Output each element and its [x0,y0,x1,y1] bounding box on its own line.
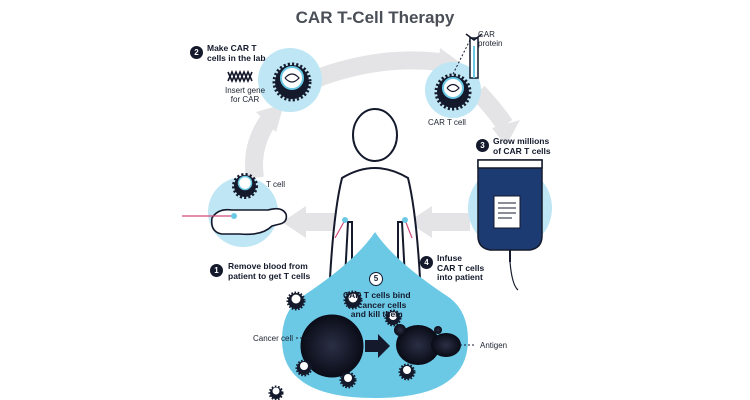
label-t-cell: T cell [266,180,285,189]
step-2-badge: 2 [190,46,203,59]
arrow-car-to-grow [471,85,513,131]
step-3-badge: 3 [476,139,489,152]
arrow-heads [256,48,520,238]
diagram-title: CAR T-Cell Therapy [295,8,455,27]
step-5-badge: 5 [369,272,383,286]
body-outline [328,108,422,279]
arm [210,207,288,236]
arrow-tcell-to-lab [245,112,278,180]
t-cell-step1 [232,173,258,199]
cancer-cell-dying [394,324,461,365]
lab-t-cell [272,62,312,102]
dna-icon [227,70,253,83]
kill-arrow [365,334,390,358]
car-t-cell-top [434,73,472,111]
infusion-bag [468,159,552,291]
left-iv-line [334,219,346,239]
car-protein-icon [452,33,483,79]
label-cancer-cell: Cancer cell [253,334,294,343]
label-car-t-cell: CAR T cell [428,118,466,127]
step-1-badge: 1 [210,264,223,277]
arrow-lab-to-car [314,51,442,87]
step-4-badge: 4 [420,256,433,269]
right-iv-line [404,219,413,239]
cancer-cell-large [299,313,365,379]
label-antigen: Antigen [480,341,508,350]
